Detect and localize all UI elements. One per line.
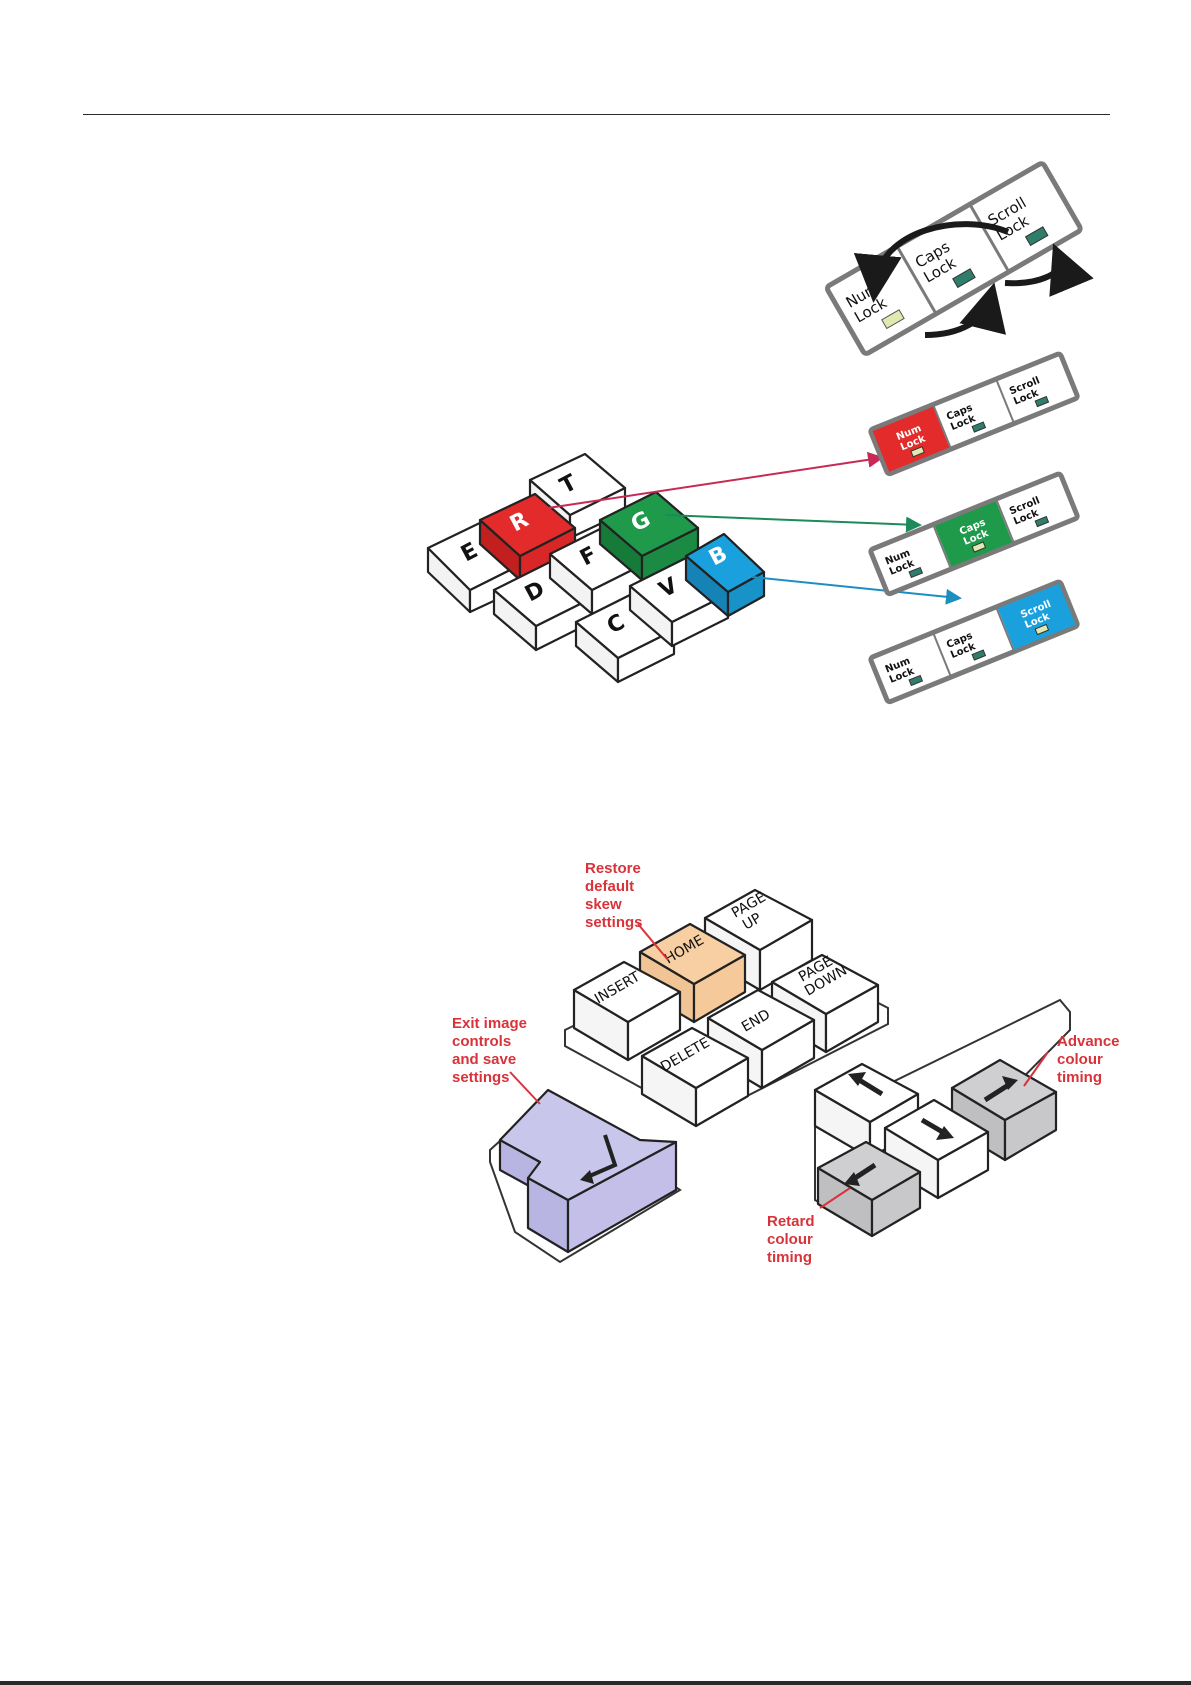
svg-text:timing: timing [1057, 1069, 1102, 1086]
svg-text:and save: and save [452, 1051, 516, 1068]
svg-text:Restore: Restore [585, 860, 641, 877]
svg-text:controls: controls [452, 1033, 511, 1050]
label-restore: Restore default skew settings [585, 860, 643, 931]
svg-text:default: default [585, 878, 634, 895]
svg-text:settings: settings [585, 914, 643, 931]
footer-rule [0, 1681, 1191, 1685]
label-exit: Exit image controls and save settings [452, 1015, 527, 1086]
svg-text:Advance: Advance [1057, 1033, 1120, 1050]
svg-text:timing: timing [767, 1249, 812, 1266]
svg-text:settings: settings [452, 1069, 510, 1086]
callout-exit [510, 1072, 540, 1104]
svg-text:skew: skew [585, 896, 622, 913]
svg-text:Exit image: Exit image [452, 1015, 527, 1032]
svg-text:colour: colour [1057, 1051, 1103, 1068]
svg-text:Retard: Retard [767, 1213, 815, 1230]
label-advance: Advance colour timing [1057, 1033, 1120, 1086]
label-retard: Retard colour timing [767, 1213, 815, 1266]
svg-text:colour: colour [767, 1231, 813, 1248]
